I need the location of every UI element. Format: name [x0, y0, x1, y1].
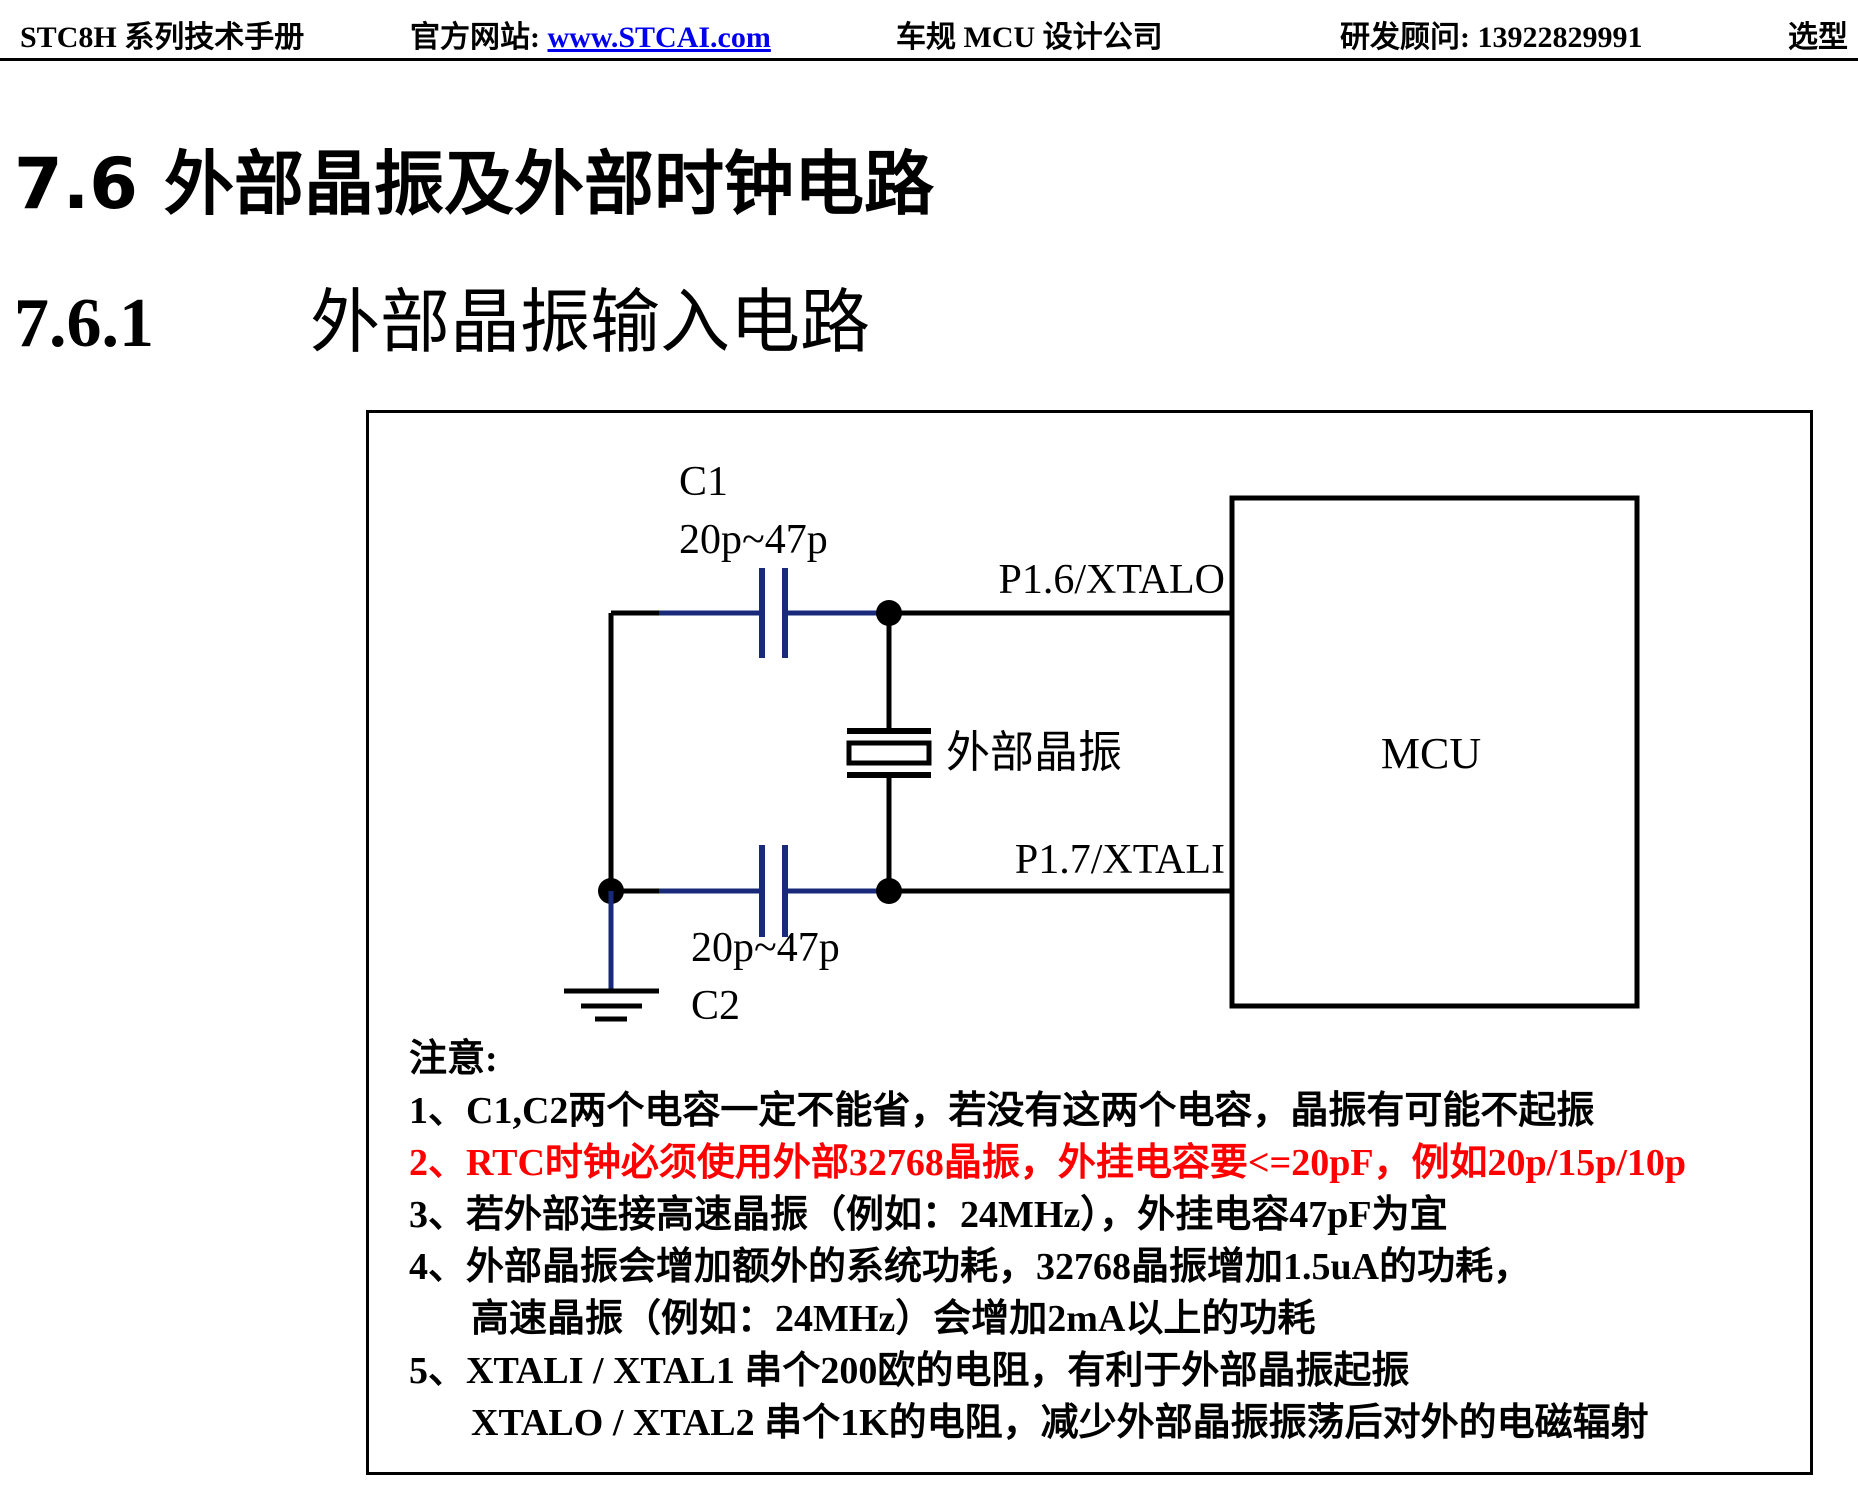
- section-heading: 7.6 外部晶振及外部时钟电路: [14, 128, 934, 229]
- mcu-label: MCU: [1381, 729, 1481, 778]
- note-5-continued: XTALO / XTAL2 串个1K的电阻，减少外部晶振振荡后对外的电磁辐射: [471, 1402, 1649, 1444]
- section-number: 7.6: [14, 143, 139, 225]
- note-4: 4、外部晶振会增加额外的系统功耗，32768晶振增加1.5uA的功耗，: [409, 1246, 1532, 1288]
- section-title: 外部晶振及外部时钟电路: [164, 143, 934, 225]
- website-prefix: 官方网站:: [410, 21, 548, 54]
- notes-block: 注意: 1、C1,C2两个电容一定不能省，若没有这两个电容，晶振有可能不起振 2…: [409, 1033, 1789, 1449]
- note-2: 2、RTC时钟必须使用外部32768晶振，外挂电容要<=20pF，例如20p/1…: [409, 1142, 1687, 1184]
- crystal-circuit-figure: MCU C1 20p~47p P1.6/XTA: [366, 410, 1813, 1475]
- company-tagline: 车规 MCU 设计公司: [896, 21, 1163, 54]
- website-label: 官方网站: www.STCAI.com: [410, 12, 771, 56]
- note-5: 5、XTALI / XTAL1 串个200欧的电阻，有利于外部晶振起振: [409, 1350, 1410, 1392]
- c2-value: 20p~47p: [691, 925, 840, 971]
- selection-link[interactable]: 选型: [1788, 21, 1848, 54]
- note-3: 3、若外部连接高速晶振（例如：24MHz），外挂电容47pF为宜: [409, 1194, 1448, 1236]
- consultant-phone: 研发顾问: 13922829991: [1340, 21, 1643, 54]
- website-link[interactable]: www.STCAI.com: [547, 21, 771, 54]
- manual-title: STC8H 系列技术手册: [20, 21, 305, 54]
- note-1: 1、C1,C2两个电容一定不能省，若没有这两个电容，晶振有可能不起振: [409, 1090, 1595, 1132]
- xtalo-pin-label: P1.6/XTALO: [999, 557, 1225, 603]
- mcu-box: [1229, 495, 1640, 1009]
- c1-value: 20p~47p: [679, 517, 828, 563]
- notes-title: 注意:: [409, 1038, 498, 1080]
- subsection-heading: 7.6.1 外部晶振输入电路: [14, 266, 870, 367]
- page-header: STC8H 系列技术手册 官方网站: www.STCAI.com 车规 MCU …: [0, 0, 1858, 61]
- xtali-pin-label: P1.7/XTALI: [1015, 837, 1225, 883]
- c2-name: C2: [691, 983, 740, 1029]
- subsection-title: 外部晶振输入电路: [310, 285, 870, 362]
- crystal-label: 外部晶振: [946, 728, 1122, 777]
- circuit-diagram: MCU C1 20p~47p P1.6/XTA: [564, 459, 1640, 1029]
- crystal-body: [846, 740, 932, 766]
- note-4-continued: 高速晶振（例如：24MHz）会增加2mA以上的功耗: [471, 1298, 1316, 1340]
- subsection-number: 7.6.1: [14, 285, 154, 362]
- c1-name: C1: [679, 459, 728, 505]
